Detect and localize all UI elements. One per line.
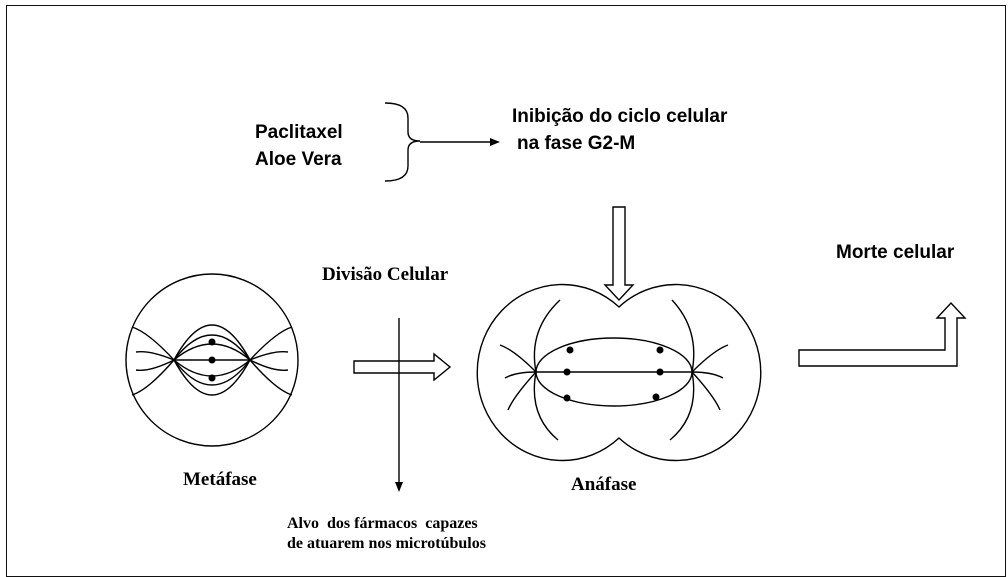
target-arrowhead xyxy=(395,482,403,492)
drug-target-text: Alvo dos fármacos capazes de atuarem nos… xyxy=(287,514,486,554)
anaphase-chromosome xyxy=(563,368,571,376)
inhibition-text: Inibição do ciclo celular na fase G2-M xyxy=(512,104,727,157)
metaphase-label: Metáfase xyxy=(183,469,257,490)
anaphase-outline xyxy=(476,283,762,462)
anaphase-chromosome xyxy=(652,393,660,401)
anaphase-chromosome xyxy=(656,368,664,376)
anaphase-label: Anáfase xyxy=(571,474,637,495)
drug-target-line-1: Alvo dos fármacos capazes xyxy=(287,515,478,532)
metaphase-chromosome xyxy=(208,374,216,382)
inhibition-line-2: na fase G2-M xyxy=(517,132,636,154)
metaphase-cell xyxy=(125,273,299,447)
metaphase-chromosome xyxy=(208,356,216,364)
death-arrow xyxy=(798,301,967,367)
drug-target-line-2: de atuarem nos microtúbulos xyxy=(287,535,486,552)
drug-paclitaxel: Paclitaxel xyxy=(255,122,343,143)
drug-brace xyxy=(384,102,421,182)
drug-aloe-vera: Aloe Vera xyxy=(255,148,342,170)
metaphase-chromosome xyxy=(208,338,216,346)
brace-arrowhead xyxy=(490,138,500,146)
metaphase-outer-circle xyxy=(125,273,299,447)
cell-division-label: Divisão Celular xyxy=(322,264,449,285)
drug-list: Paclitaxel Aloe Vera xyxy=(255,120,343,173)
cell-death-label: Morte celular xyxy=(836,242,955,263)
anaphase-cell xyxy=(476,283,762,462)
division-arrow xyxy=(353,352,452,382)
anaphase-chromosome xyxy=(656,346,664,354)
inhibition-line-1: Inibição do ciclo celular xyxy=(512,106,728,127)
anaphase-chromosome xyxy=(566,346,574,354)
anaphase-chromosome xyxy=(563,394,571,402)
inhibition-down-arrow xyxy=(603,206,635,302)
